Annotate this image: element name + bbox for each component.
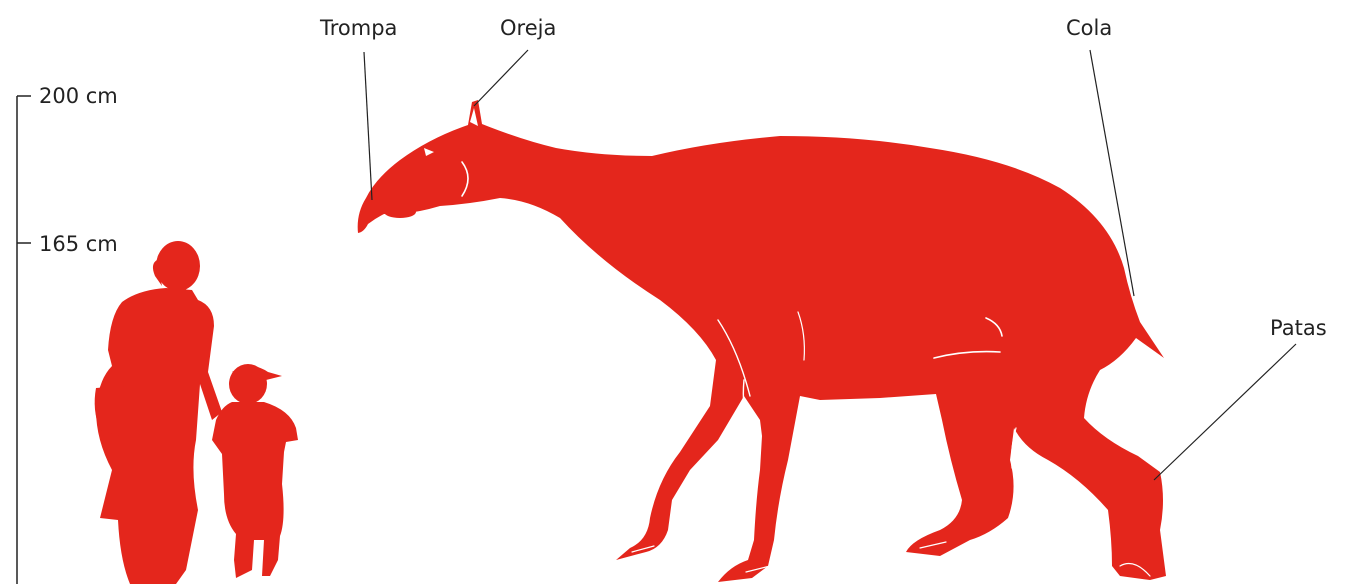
patas-leader — [1154, 344, 1296, 480]
scale-label-165: 165 cm — [39, 232, 118, 256]
humans-silhouette — [95, 241, 298, 584]
oreja-leader — [474, 50, 528, 106]
scale-label-200: 200 cm — [39, 84, 118, 108]
height-scale — [17, 96, 31, 584]
animal-silhouette — [358, 100, 1166, 582]
label-patas: Patas — [1270, 316, 1327, 340]
trompa-leader — [364, 52, 372, 200]
label-cola: Cola — [1066, 16, 1112, 40]
label-trompa: Trompa — [319, 16, 397, 40]
child-silhouette — [212, 364, 298, 578]
adult-silhouette — [95, 241, 222, 584]
animal-body — [358, 100, 1166, 582]
label-oreja: Oreja — [500, 16, 556, 40]
